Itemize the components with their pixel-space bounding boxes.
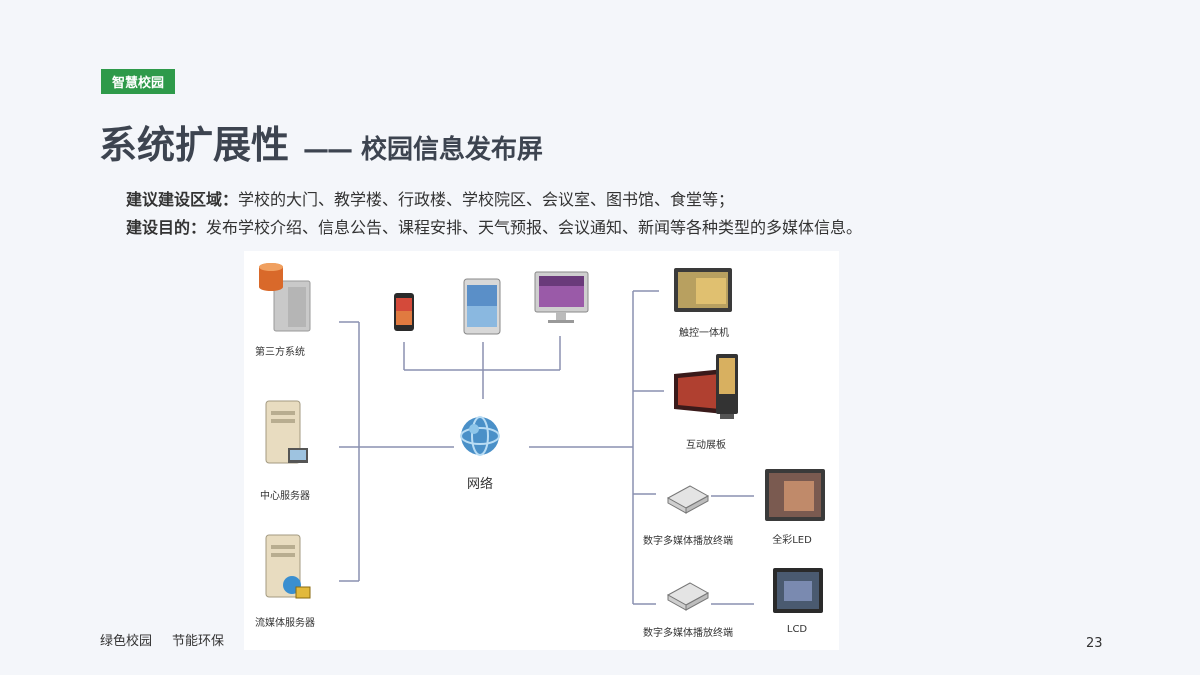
info-line-area: 建议建设区域：学校的大门、教学楼、行政楼、学校院区、会议室、图书馆、食堂等；: [126, 186, 734, 210]
touch-kiosk-icon: [674, 268, 732, 312]
tablet-icon: [463, 278, 501, 335]
label-interactive-board: 互动展板: [686, 440, 726, 451]
title-dash: ——: [303, 135, 353, 165]
footer-slogan-green: 绿色校园: [100, 634, 153, 649]
media-player-icon-2: [666, 582, 710, 611]
label-lcd: LCD: [786, 624, 808, 635]
page-number: 23: [1086, 636, 1103, 651]
diagram-canvas: [259, 263, 825, 613]
network-globe-icon: [460, 416, 500, 456]
streaming-server-icon: [265, 534, 311, 599]
connector-lines: [339, 290, 754, 605]
info-text-area: 学校的大门、教学楼、行政楼、学校院区、会议室、图书馆、食堂等；: [238, 190, 735, 209]
title-main: 系统扩展性: [99, 123, 290, 167]
media-player-icon-1: [666, 485, 710, 514]
category-tag: 智慧校园: [101, 69, 175, 94]
lcd-display-icon: [773, 568, 823, 613]
label-third-party-system: 第三方系统: [255, 347, 305, 358]
info-text-purpose: 发布学校介绍、信息公告、课程安排、天气预报、会议通知、新闻等各种类型的多媒体信息…: [206, 218, 863, 237]
info-line-purpose: 建设目的：发布学校介绍、信息公告、课程安排、天气预报、会议通知、新闻等各种类型的…: [126, 214, 862, 238]
phone-icon: [394, 293, 414, 331]
page-title: 系统扩展性 —— 校园信息发布屏: [99, 114, 543, 167]
label-network: 网络: [466, 477, 494, 492]
footer-slogan-energy: 节能环保: [172, 634, 225, 649]
label-touch-kiosk: 触控一体机: [679, 328, 729, 339]
network-diagram: 第三方系统 中心服务器 流媒体服务器 网络 触控一体机 互动展板 数字多媒体播放…: [244, 251, 839, 650]
label-center-server: 中心服务器: [260, 491, 310, 502]
label-media-player-1: 数字多媒体播放终端: [643, 536, 733, 547]
footer-slogan: 绿色校园 节能环保: [100, 630, 224, 649]
info-label-purpose: 建设目的：: [126, 218, 207, 237]
label-led: 全彩LED: [772, 535, 812, 546]
center-server-icon: [265, 400, 308, 464]
desktop-icon: [534, 271, 589, 323]
title-sub: 校园信息发布屏: [361, 135, 544, 165]
interactive-board-icon: [674, 354, 738, 419]
third-party-system-icon: [259, 263, 311, 332]
info-label-area: 建议建设区域：: [126, 190, 239, 209]
label-media-player-2: 数字多媒体播放终端: [643, 628, 733, 639]
label-streaming-server: 流媒体服务器: [255, 618, 315, 629]
led-display-icon: [765, 469, 825, 521]
